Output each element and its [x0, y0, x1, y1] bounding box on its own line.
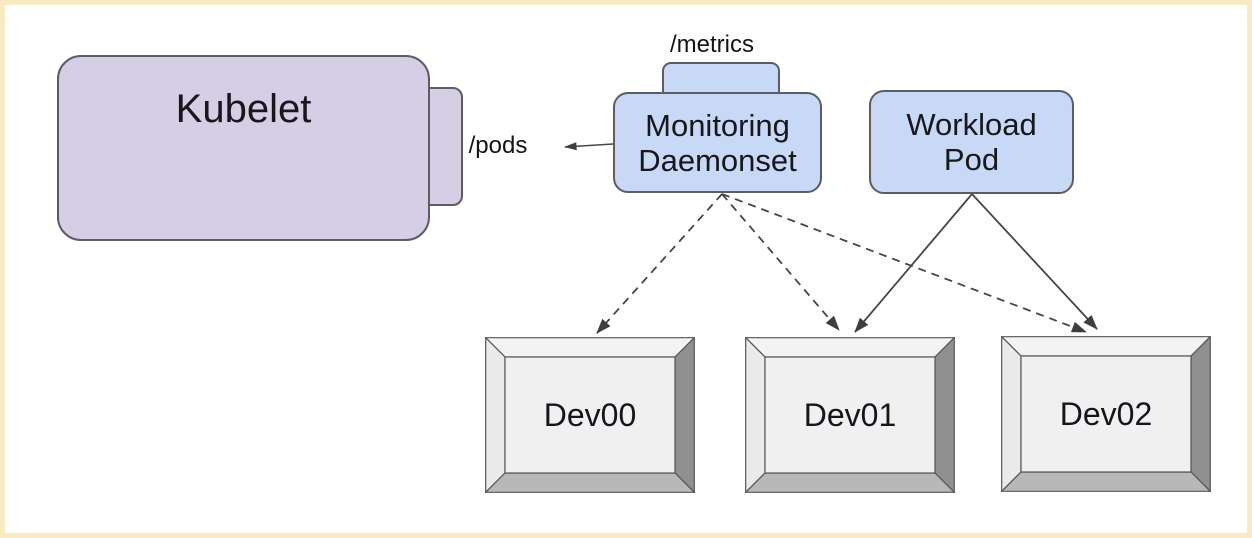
bevel-frame [485, 337, 695, 493]
device-label: Dev00 [543, 396, 637, 433]
monitoring-daemonset-label-line1: Monitoring [645, 107, 790, 143]
edge-monitoring-to-pods [564, 142, 614, 151]
bevel-frame [745, 337, 955, 493]
device-label: Dev01 [803, 396, 897, 433]
metrics-endpoint-label: /metrics [670, 31, 754, 58]
workload-pod-label-line1: Workload [906, 107, 1037, 142]
bevel-frame [1001, 336, 1211, 492]
edge-monitoring-to-dev01 [721, 193, 840, 331]
device-node-dev00: Dev00 [485, 337, 695, 493]
kubelet-label: Kubelet [175, 87, 312, 131]
device-label: Dev02 [1059, 395, 1153, 432]
edge-workload-to-dev02 [971, 193, 1098, 330]
device-node-dev02: Dev02 [1001, 336, 1211, 492]
kubelet-node: Kubelet [57, 55, 430, 241]
edge-monitoring-to-dev02 [721, 193, 1087, 333]
device-node-dev01: Dev01 [745, 337, 955, 493]
edge-workload-to-dev01 [854, 193, 973, 333]
workload-pod-label-line2: Pod [943, 142, 1000, 177]
edge-monitoring-to-dev00 [596, 193, 723, 334]
monitoring-daemonset-node: Monitoring Daemonset [613, 92, 822, 193]
pods-endpoint-label: /pods [468, 132, 528, 159]
monitoring-daemonset-label-line2: Daemonset [638, 142, 797, 178]
workload-pod-node: Workload Pod [869, 90, 1074, 194]
